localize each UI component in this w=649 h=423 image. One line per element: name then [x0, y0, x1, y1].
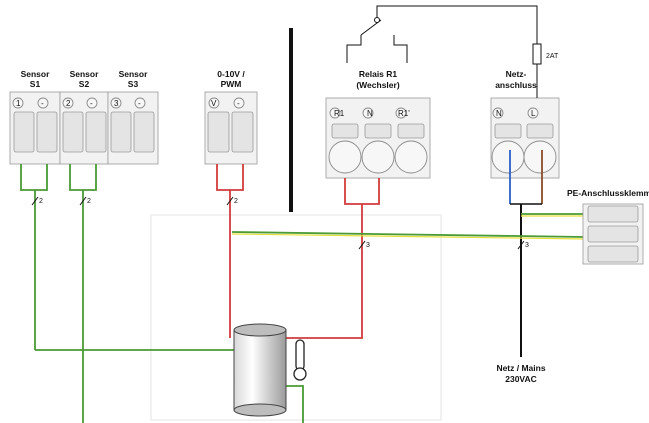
- installation-area: [150, 214, 442, 421]
- terminal-label-relais-n: N: [367, 109, 373, 118]
- label-sensor-s1-line1: Sensor: [21, 69, 51, 79]
- wire-count-pwm: 2: [234, 198, 238, 205]
- terminal-block-netz: N L: [490, 97, 560, 179]
- terminal-label-s1-1: 1: [16, 99, 21, 108]
- label-netz-line2: anschluss: [495, 80, 537, 90]
- wire-count-relais: 3: [366, 242, 370, 249]
- label-relais-line2: (Wechsler): [356, 80, 399, 90]
- sensor-s1-cable: [20, 164, 246, 351]
- terminal-label-netz-n: N: [496, 109, 502, 118]
- label-relais-line1: Relais R1: [359, 69, 398, 79]
- label-pwm-line1: 0-10V /: [217, 69, 245, 79]
- terminal-block-s1: 1 -: [9, 91, 61, 165]
- label-sensor-s3-line2: S3: [128, 79, 139, 89]
- terminal-block-relais: R1 N R1': [325, 97, 431, 179]
- terminal-label-pwm-minus: -: [237, 99, 240, 108]
- terminal-label-r1: R1: [334, 109, 345, 118]
- sensor-s2-cable: [69, 164, 97, 423]
- wire-count-s1: 2: [39, 198, 43, 205]
- relais-output-cable: [283, 178, 380, 339]
- label-pe-terminal: PE-Anschlussklemme: [567, 188, 649, 198]
- terminal-label-s2-2: 2: [66, 99, 71, 108]
- pwm-cable: [216, 164, 244, 338]
- label-sensor-s1-line2: S1: [30, 79, 41, 89]
- terminal-label-s3-3: 3: [114, 99, 119, 108]
- terminal-label-netz-l: L: [531, 109, 536, 118]
- storage-tank: [233, 323, 287, 417]
- label-sensor-s2-line2: S2: [79, 79, 90, 89]
- terminal-label-r1-prime: R1': [398, 109, 410, 118]
- label-fuse: 2AT: [546, 53, 559, 60]
- terminal-label-s1-minus: -: [41, 99, 44, 108]
- terminal-label-s3-minus: -: [138, 99, 141, 108]
- terminal-block-s3: 3 -: [107, 91, 159, 165]
- wire-count-s2: 2: [87, 198, 91, 205]
- label-netz-line1: Netz-: [506, 69, 527, 79]
- label-mains-line2: 230VAC: [505, 374, 537, 384]
- pe-terminal-block: [582, 203, 644, 265]
- wire-count-mains: 3: [525, 242, 529, 249]
- wire-count-markers: [31, 196, 525, 250]
- thermometer-icon: [293, 339, 307, 381]
- pe-wires: [231, 213, 586, 240]
- label-mains-line1: Netz / Mains: [496, 363, 545, 373]
- terminal-block-s2: 2 -: [59, 91, 109, 165]
- label-sensor-s2-line1: Sensor: [70, 69, 100, 79]
- relay-switch-circuit: [346, 5, 542, 98]
- terminal-label-pwm-v: V: [211, 99, 217, 108]
- sensor-wire-bottom: [283, 385, 304, 423]
- terminal-label-s2-minus: -: [90, 99, 93, 108]
- terminal-block-pwm: V -: [204, 91, 258, 165]
- label-pwm-line2: PWM: [221, 79, 242, 89]
- label-sensor-s3-line1: Sensor: [119, 69, 149, 79]
